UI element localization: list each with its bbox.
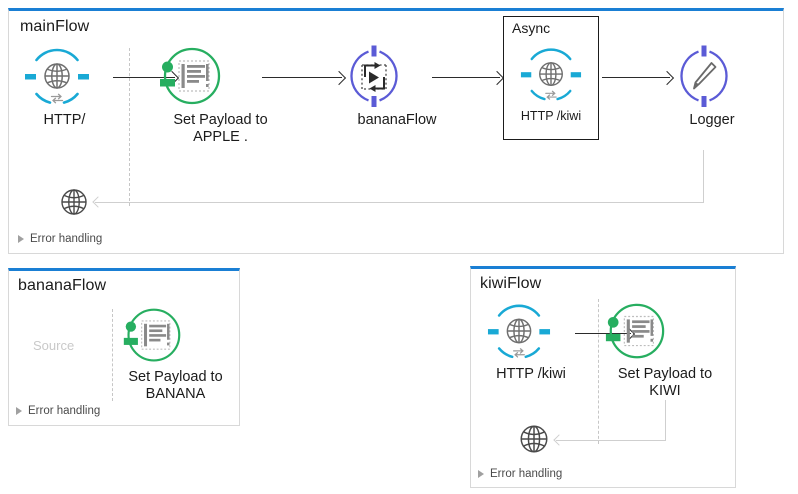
error-handling-label: Error handling <box>30 233 103 245</box>
http-listener-icon <box>518 44 584 106</box>
node-logger[interactable]: Logger <box>670 44 754 129</box>
node-set-payload-apple[interactable]: Set Payload to APPLE . <box>153 44 288 146</box>
flow-panel-mainflow[interactable] <box>8 8 784 254</box>
connector-async-to-logger <box>602 77 670 78</box>
return-path-horizontal-mainflow <box>95 202 704 203</box>
node-label: Set Payload to KIWI <box>617 366 713 399</box>
http-listener-icon <box>24 44 114 110</box>
connector-http-to-setpayload <box>113 77 175 78</box>
node-http-listener[interactable]: HTTP/ <box>24 44 114 129</box>
scope-title-async: Async <box>512 20 551 36</box>
source-divider-mainflow <box>129 48 130 206</box>
source-divider-bananaflow <box>112 309 113 401</box>
node-label: bananaFlow <box>357 112 437 128</box>
set-payload-icon <box>600 300 730 364</box>
http-listener-icon <box>486 300 576 364</box>
flow-title-kiwiflow: kiwiFlow <box>480 275 542 292</box>
flow-reference-icon <box>342 44 452 110</box>
node-banana-flow-ref[interactable]: bananaFlow <box>342 44 452 129</box>
triangle-right-icon <box>16 407 22 415</box>
flow-title-bananaflow: bananaFlow <box>18 277 107 294</box>
flow-title-mainflow: mainFlow <box>20 18 90 35</box>
node-label: HTTP/ <box>43 112 86 128</box>
source-divider-kiwiflow <box>598 299 599 444</box>
node-label: Logger <box>689 112 735 128</box>
connector-setpayload-to-flowref <box>262 77 342 78</box>
source-placeholder-bananaflow[interactable]: Source <box>33 338 75 353</box>
globe-icon <box>517 422 551 456</box>
return-path-vertical-mainflow <box>703 150 704 202</box>
node-set-payload-banana[interactable]: Set Payload to BANANA <box>113 305 238 403</box>
error-handling-label: Error handling <box>28 405 101 417</box>
set-payload-icon <box>153 44 288 110</box>
globe-icon <box>58 186 90 218</box>
triangle-right-icon <box>18 235 24 243</box>
connector-kiwi-http-to-setpayload <box>575 333 631 334</box>
flow-panel-bananaflow[interactable] <box>8 268 240 426</box>
logger-pencil-icon <box>670 44 754 110</box>
error-handling-label: Error handling <box>490 468 563 480</box>
error-handling-mainflow[interactable]: Error handling <box>18 233 102 245</box>
error-handling-kiwiflow[interactable]: Error handling <box>478 468 562 480</box>
node-label: Set Payload to APPLE . <box>173 112 268 145</box>
node-label: HTTP /kiwi <box>520 109 582 123</box>
error-handling-bananaflow[interactable]: Error handling <box>16 405 100 417</box>
return-path-horizontal-kiwiflow <box>556 440 666 441</box>
flow-panel-kiwiflow[interactable] <box>470 266 736 488</box>
return-path-vertical-kiwiflow <box>665 400 666 440</box>
node-label: Set Payload to BANANA <box>128 369 223 402</box>
node-label: HTTP /kiwi <box>496 366 566 382</box>
node-set-payload-kiwi[interactable]: Set Payload to KIWI <box>600 300 730 400</box>
node-http-kiwi-request[interactable]: HTTP /kiwi <box>518 44 584 125</box>
set-payload-icon <box>113 305 238 367</box>
triangle-right-icon <box>478 470 484 478</box>
connector-flowref-to-async <box>432 77 500 78</box>
node-http-kiwi-listener[interactable]: HTTP /kiwi <box>486 300 576 383</box>
